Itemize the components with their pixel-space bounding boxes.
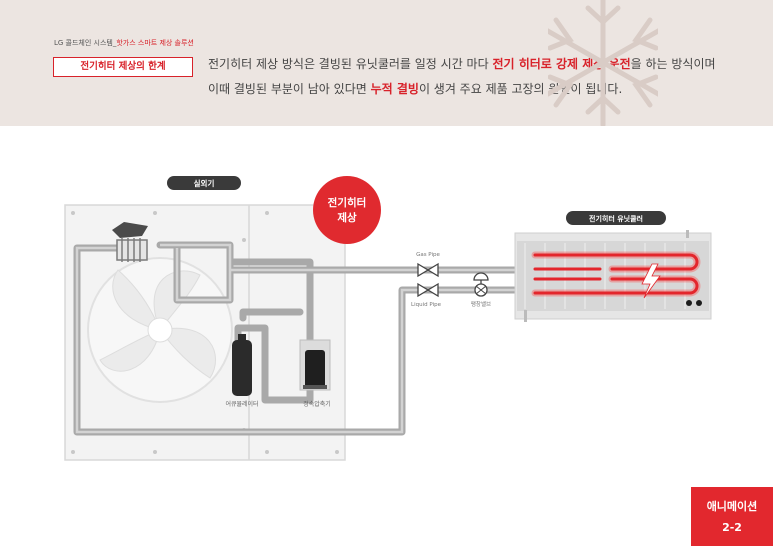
lightning-icon (641, 263, 661, 299)
desc-highlight2: 누적 결빙 (370, 82, 419, 96)
animation-label: 애니메이션 (706, 500, 758, 513)
compressor-label: 정속압축기 (303, 400, 331, 408)
accumulator-icon: 어큐뮬레이터 (225, 334, 259, 408)
heater-coils (531, 251, 701, 297)
unit-cooler-label: 전기히터 유닛쿨러 (589, 214, 643, 223)
fan-icon (87, 257, 233, 403)
heater-badge-line2: 제상 (337, 211, 357, 224)
animation-page: 2-2 (722, 521, 742, 534)
refrigeration-diagram: 어큐뮬레이터 정속압축기 실외기 전기히터 제상 Gas Pipe Liquid… (64, 176, 712, 461)
expansion-valve-label: 팽창밸브 (471, 300, 491, 308)
outdoor-label: 실외기 (194, 178, 215, 188)
compressor-icon: 정속압축기 (299, 339, 331, 408)
liquid-valve-icon: Liquid Pipe (411, 282, 442, 308)
brand-line: LG 콜드체인 시스템_핫가스 스마트 제상 솔루션 (54, 38, 194, 48)
heater-badge-line1: 전기히터 (328, 196, 367, 209)
description-text: 전기히터 제상 방식은 결빙된 유닛쿨러를 일정 시간 마다 전기 히터로 강제… (208, 52, 728, 102)
desc-part1: 전기히터 제상 방식은 결빙된 유닛쿨러를 일정 시간 마다 (208, 57, 493, 71)
header-band: LG 콜드체인 시스템_핫가스 스마트 제상 솔루션 전기히터 제상의 한계 전… (0, 0, 773, 126)
gas-valve-icon: Gas Pipe (416, 252, 441, 278)
unit-cooler-label-pill: 전기히터 유닛쿨러 (566, 211, 666, 225)
accumulator-label: 어큐뮬레이터 (225, 400, 258, 408)
gas-pipe-label: Gas Pipe (416, 252, 440, 258)
unit-cooler (514, 230, 712, 322)
snowflake-icon (548, 0, 658, 126)
liquid-pipe-label: Liquid Pipe (411, 302, 442, 308)
section-badge: 전기히터 제상의 한계 (53, 57, 193, 77)
coil-icon (112, 222, 148, 262)
brand-prefix: LG 콜드체인 시스템_ (54, 39, 117, 47)
outdoor-label-pill: 실외기 (167, 176, 241, 190)
desc-part2: 을 하는 방식이며 이때 결빙된 부분이 남아 있다면 (208, 57, 716, 96)
animation-tab[interactable]: 애니메이션 2-2 (691, 487, 773, 546)
heater-defrost-badge: 전기히터 제상 (313, 176, 381, 244)
brand-highlight: 핫가스 스마트 제상 솔루션 (116, 39, 194, 47)
expansion-valve-icon: 팽창밸브 (471, 272, 491, 308)
